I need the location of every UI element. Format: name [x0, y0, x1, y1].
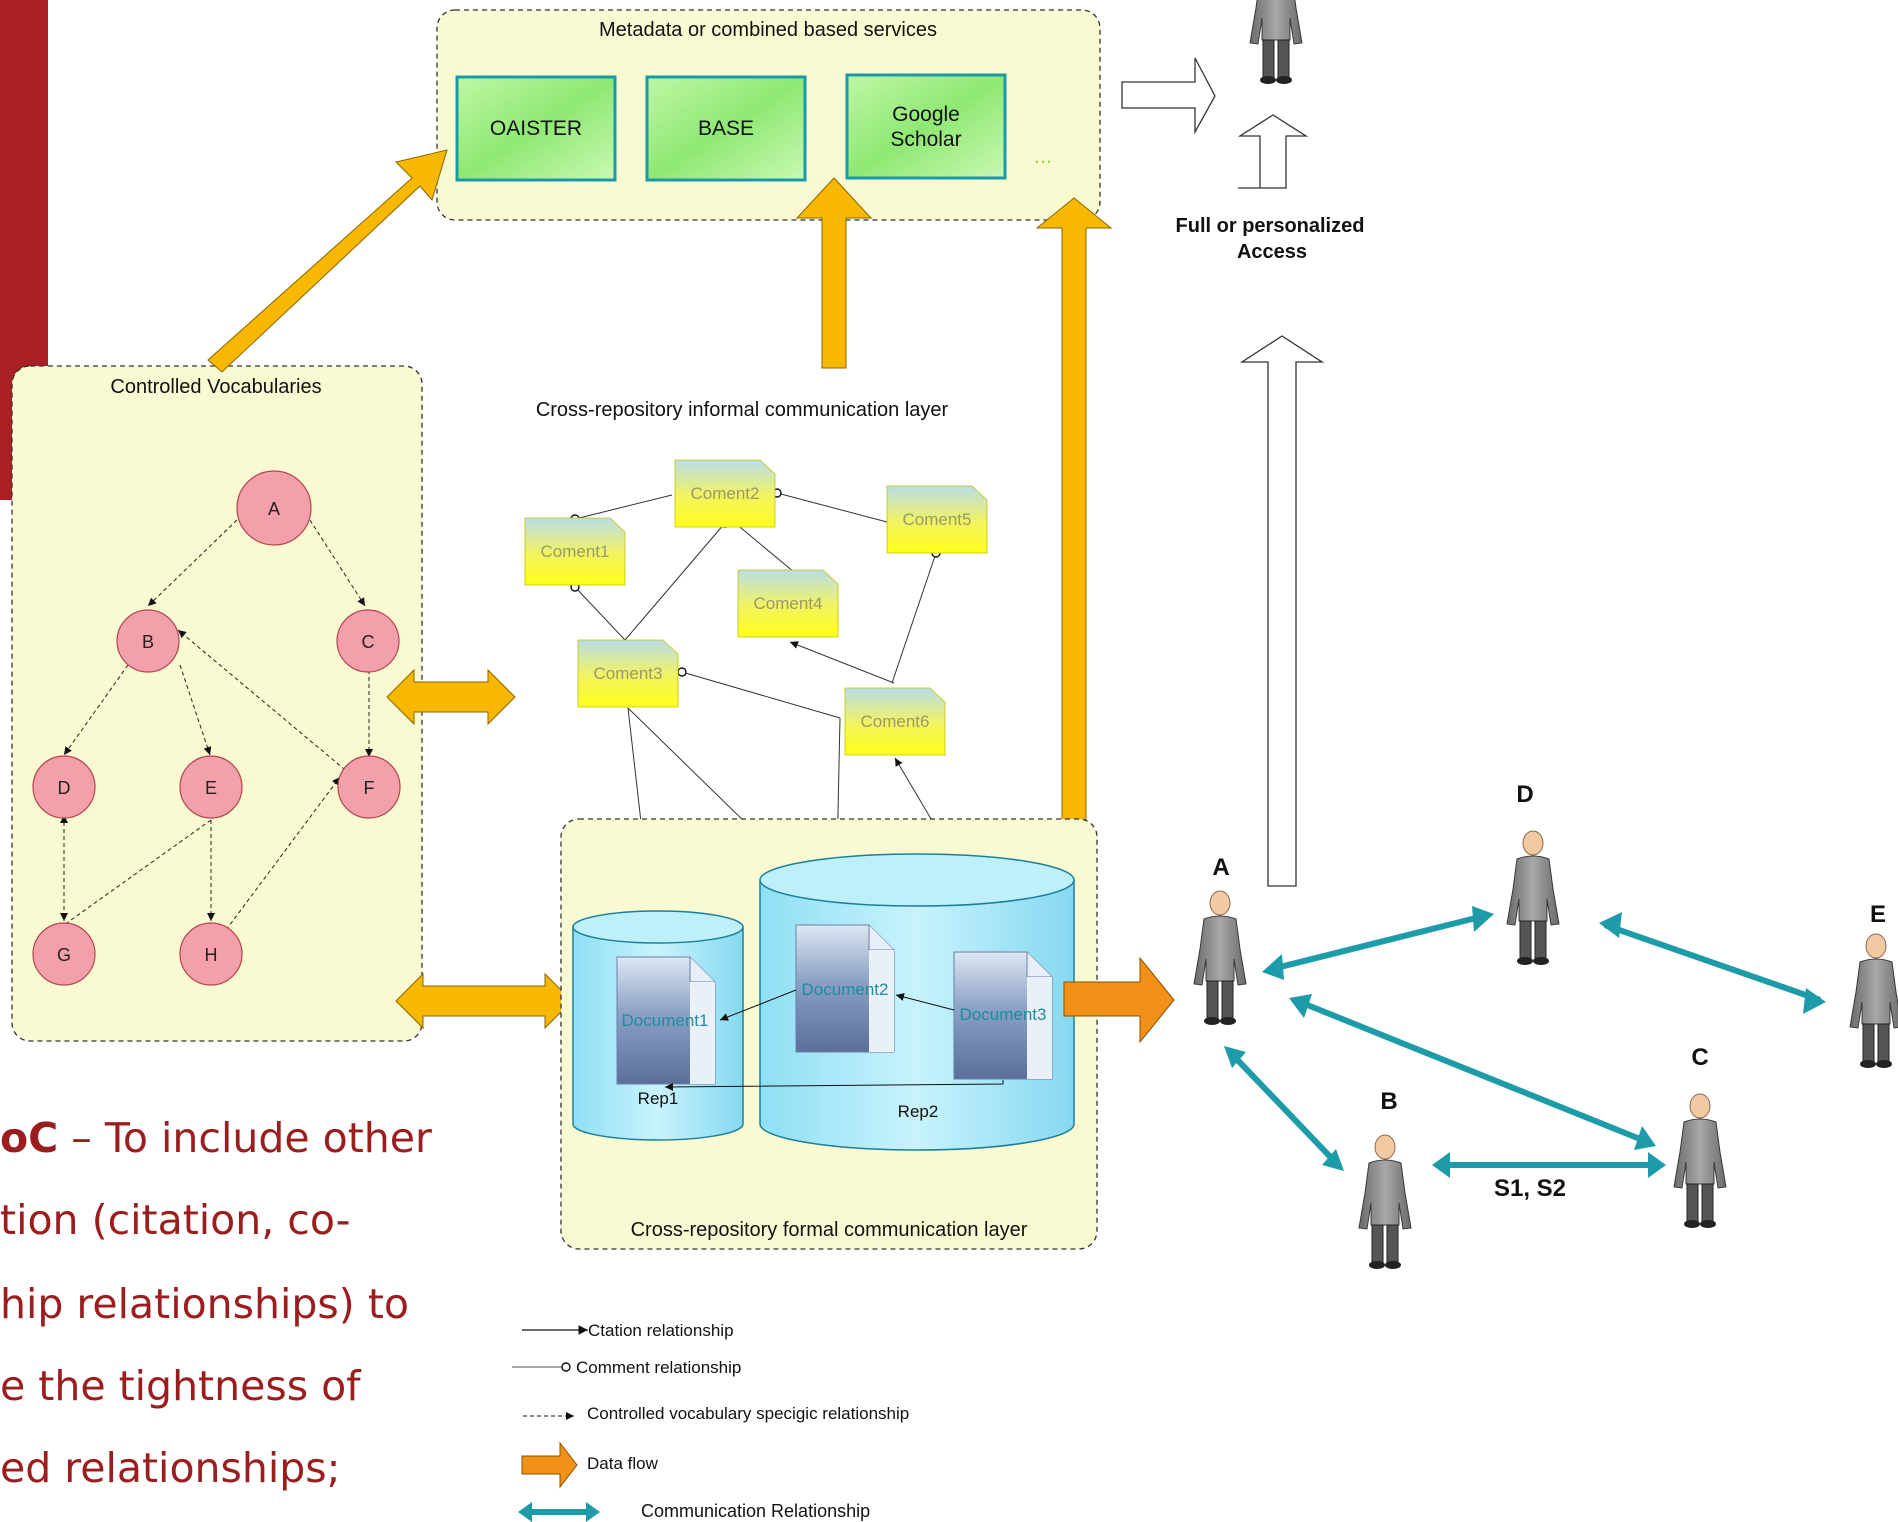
- svg-text:G: G: [57, 945, 71, 965]
- access-label-line2: Access: [1237, 241, 1307, 263]
- vocab-node-b: B: [116, 609, 180, 673]
- user-e: E: [1849, 901, 1898, 1069]
- services-panel: Metadata or combined based services OAIS…: [436, 9, 1101, 221]
- comment-note-2: Coment2: [674, 459, 776, 528]
- legend-vocab-relationship: Controlled vocabulary specigic relations…: [523, 1404, 909, 1423]
- svg-text:Ctation relationship: Ctation relationship: [588, 1321, 734, 1340]
- vocab-node-c: C: [336, 609, 400, 673]
- svg-text:C: C: [362, 632, 375, 652]
- document-2: Document2: [795, 924, 895, 1053]
- vocab-panel-title: Controlled Vocabularies: [110, 376, 321, 398]
- svg-text:Document2: Document2: [802, 980, 889, 999]
- flow-arrow-formal-to-services: [1035, 197, 1113, 849]
- slide-text-line-3: hip relationships) to: [0, 1280, 409, 1328]
- comment-note-4: Coment4: [737, 569, 839, 638]
- svg-text:Coment6: Coment6: [861, 712, 930, 731]
- svg-text:Coment3: Coment3: [594, 664, 663, 683]
- slide-text-line-2: tion (citation, co-: [0, 1196, 351, 1244]
- user-b: B: [1358, 1088, 1412, 1270]
- slide-text-rest: – To include other: [58, 1114, 432, 1162]
- svg-text:C: C: [1691, 1044, 1708, 1071]
- svg-text:Controlled vocabulary specigic: Controlled vocabulary specigic relations…: [587, 1404, 909, 1423]
- legend-comment: Comment relationship: [512, 1358, 741, 1377]
- repository-label-rep1: Rep1: [638, 1089, 679, 1108]
- comment-notes: Coment1 Coment2 Coment3 Coment4 Coment5 …: [524, 459, 988, 756]
- vocab-node-f: F: [337, 755, 401, 819]
- flow-arrow-informal-to-services: [795, 177, 873, 369]
- svg-text:B: B: [1380, 1088, 1397, 1115]
- svg-text:Data flow: Data flow: [587, 1454, 659, 1473]
- vocab-node-h: H: [179, 922, 243, 986]
- svg-text:B: B: [142, 632, 154, 652]
- svg-text:Coment4: Coment4: [754, 594, 823, 613]
- slide-text-line-4: e the tightness of: [0, 1362, 361, 1410]
- communication-arrowheads: [1224, 906, 1826, 1178]
- services-more: ...: [1034, 143, 1052, 168]
- vocab-node-a: A: [236, 470, 312, 546]
- session-label: S1, S2: [1494, 1175, 1566, 1202]
- flow-arrow-vocab-formal: [395, 972, 573, 1030]
- vocab-node-g: G: [32, 922, 96, 986]
- user-a: A: [1193, 854, 1247, 1026]
- svg-text:H: H: [205, 945, 218, 965]
- citation-edges: [664, 989, 1004, 1091]
- user-c: C: [1673, 1044, 1727, 1229]
- service-box-base: BASE: [645, 75, 807, 182]
- legend-communication: Communication Relationship: [518, 1501, 870, 1522]
- data-flow-arrow: [1063, 956, 1175, 1044]
- svg-text:Document3: Document3: [960, 1005, 1047, 1024]
- slide-text-line-1: oC – To include other: [0, 1118, 432, 1159]
- svg-text:D: D: [58, 778, 71, 798]
- vocab-edges: [60, 519, 373, 931]
- svg-text:A: A: [1212, 854, 1229, 881]
- service-label-oaister: OAISTER: [490, 117, 582, 140]
- user-access-avatar: [1249, 0, 1303, 85]
- access-label-line1: Full or personalized: [1176, 215, 1365, 237]
- svg-text:F: F: [364, 778, 375, 798]
- svg-text:Coment5: Coment5: [903, 510, 972, 529]
- hollow-arrow-up-large: [1239, 335, 1325, 887]
- communication-links: [1225, 912, 1821, 1170]
- comment-note-5: Coment5: [886, 485, 988, 554]
- service-box-oaister: OAISTER: [455, 75, 617, 182]
- comment-note-6: Coment6: [844, 687, 946, 756]
- svg-text:Coment2: Coment2: [691, 484, 760, 503]
- flow-arrow-vocab-informal: [386, 668, 516, 726]
- vocab-node-e: E: [179, 755, 243, 819]
- legend-data-flow: Data flow: [521, 1441, 659, 1489]
- svg-text:Document1: Document1: [622, 1011, 709, 1030]
- formal-layer-title: Cross-repository formal communication la…: [631, 1219, 1028, 1241]
- flow-arrow-vocab-to-services: [207, 149, 448, 373]
- svg-text:E: E: [205, 778, 217, 798]
- slide-text-bold: oC: [0, 1114, 59, 1162]
- svg-text:A: A: [268, 499, 280, 519]
- document-1: Document1: [616, 956, 716, 1085]
- user-d: D: [1506, 781, 1560, 966]
- repository-label-rep2: Rep2: [898, 1102, 939, 1121]
- hollow-arrow-right: [1121, 57, 1216, 135]
- comment-note-1: Coment1: [524, 517, 626, 586]
- svg-text:Communication Relationship: Communication Relationship: [641, 1501, 870, 1521]
- legend-citation: Ctation relationship: [522, 1321, 734, 1340]
- svg-text:Comment relationship: Comment relationship: [576, 1358, 741, 1377]
- slide-text-line-5: ed relationships;: [0, 1444, 341, 1492]
- informal-layer-title: Cross-repository informal communication …: [536, 399, 949, 421]
- comment-note-3: Coment3: [577, 639, 679, 708]
- service-label-base: BASE: [698, 117, 754, 140]
- legend: Ctation relationship Comment relationshi…: [512, 1321, 909, 1522]
- svg-text:D: D: [1516, 781, 1533, 808]
- vocab-panel: Controlled Vocabularies A B C D E F G H: [11, 365, 423, 1042]
- hollow-arrow-up-small: [1237, 114, 1309, 189]
- svg-text:E: E: [1870, 901, 1886, 928]
- services-panel-title: Metadata or combined based services: [599, 19, 937, 41]
- svg-text:Coment1: Coment1: [541, 542, 610, 561]
- document-3: Document3: [953, 951, 1053, 1080]
- vocab-node-d: D: [32, 755, 96, 819]
